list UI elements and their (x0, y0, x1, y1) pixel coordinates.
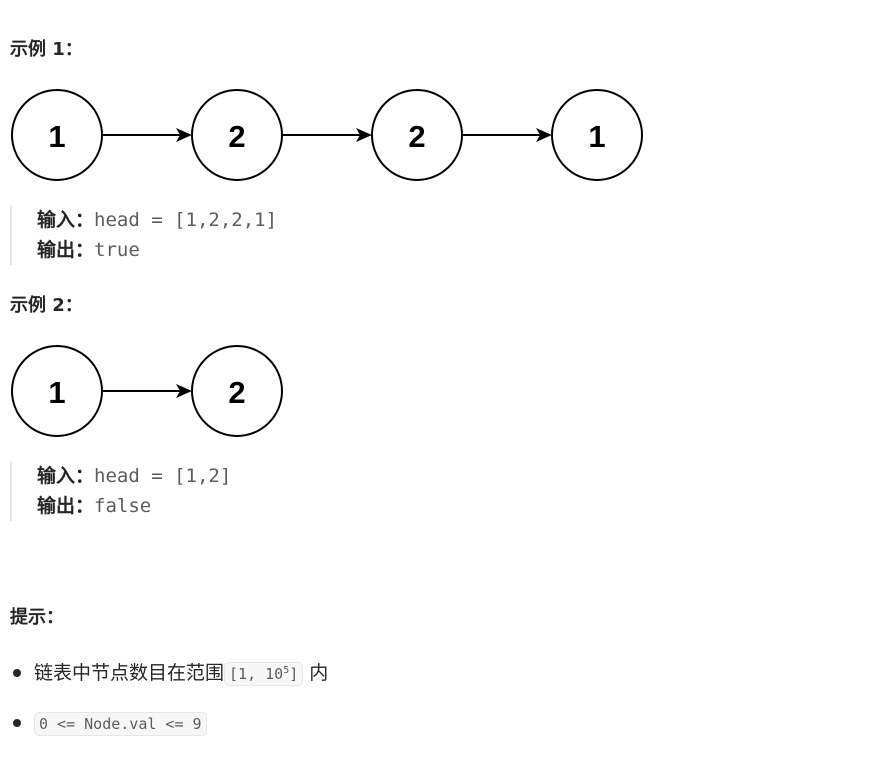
output-label: 输出： (37, 239, 95, 261)
list-node: 1 (11, 345, 103, 437)
constraint-text: 链表中节点数目在范围 (34, 662, 225, 684)
output-value: true (94, 239, 140, 261)
linked-list-diagram-1: 1 2 2 1 (11, 89, 643, 181)
example-1-io-block: 输入：head = [1,2,2,1] 输出：true (10, 205, 277, 265)
range-code-suffix: ] (289, 665, 299, 683)
arrow-icon (102, 128, 192, 142)
node-value: 2 (228, 119, 245, 154)
range-exponent: 5 (283, 665, 290, 676)
input-label: 输入： (37, 209, 95, 231)
list-node: 2 (191, 89, 283, 181)
input-label: 输入： (37, 465, 95, 487)
node-value: 1 (588, 119, 605, 154)
linked-list-diagram-2: 1 2 (11, 345, 283, 437)
node-value: 2 (228, 375, 245, 410)
constraint-suffix: 内 (303, 662, 329, 684)
list-item: 链表中节点数目在范围[1, 105] 内 (10, 660, 328, 686)
range-code-prefix: [1, 10 (229, 665, 284, 683)
arrow-icon (102, 384, 192, 398)
output-value: false (94, 495, 152, 517)
input-value: head = [1,2,2,1] (94, 209, 278, 231)
arrow-icon (462, 128, 552, 142)
node-value: 2 (408, 119, 425, 154)
node-value: 1 (48, 375, 65, 410)
output-line: 输出：true (37, 235, 277, 265)
input-line: 输入：head = [1,2] (37, 461, 231, 491)
input-value: head = [1,2] (94, 465, 232, 487)
list-node: 1 (11, 89, 103, 181)
list-node: 2 (191, 345, 283, 437)
value-range-code: 0 <= Node.val <= 9 (34, 712, 207, 736)
node-value: 1 (48, 119, 65, 154)
input-line: 输入：head = [1,2,2,1] (37, 205, 277, 235)
bullet-icon (13, 719, 21, 727)
arrow-icon (282, 128, 372, 142)
example-2-io-block: 输入：head = [1,2] 输出：false (10, 461, 231, 521)
constraints-list: 链表中节点数目在范围[1, 105] 内 0 <= Node.val <= 9 (10, 660, 328, 760)
output-label: 输出： (37, 495, 95, 517)
list-node: 1 (551, 89, 643, 181)
bullet-icon (13, 669, 21, 677)
list-item: 0 <= Node.val <= 9 (10, 710, 328, 736)
example-2-heading: 示例 2： (10, 295, 83, 316)
hints-heading: 提示： (10, 607, 64, 628)
output-line: 输出：false (37, 491, 231, 521)
example-1-heading: 示例 1： (10, 39, 83, 60)
list-node: 2 (371, 89, 463, 181)
range-code: [1, 105] (224, 662, 304, 686)
